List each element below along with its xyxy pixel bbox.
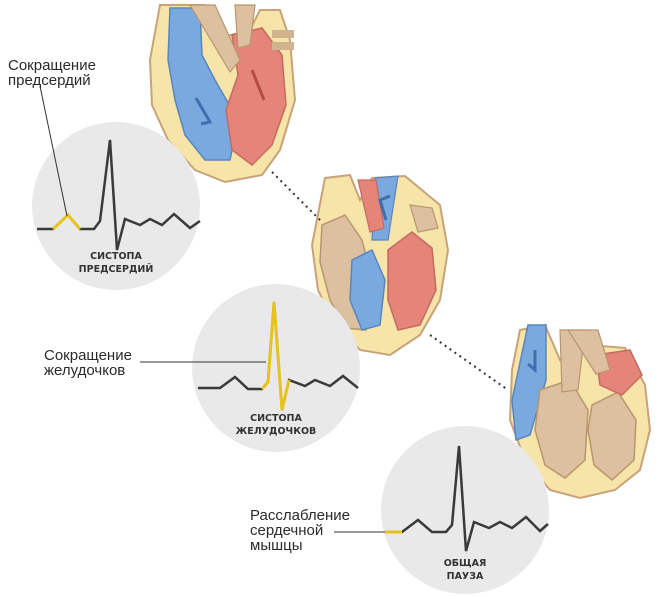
heart-illustration-diastole: [508, 323, 652, 500]
callout-leader-1: [39, 85, 68, 217]
dotted-connector-1: [271, 171, 323, 223]
callout-ventricular-contraction: Сокращение желудочков: [44, 347, 132, 379]
heart-illustration-atrial-systole: [148, 4, 297, 184]
caption-general-pause: ОБЩАЯ ПАУЗА: [443, 558, 487, 582]
ecg-panel-diastole: [381, 426, 549, 594]
ecg-trace-diastole: [385, 445, 549, 552]
ecg-panel-atrial-systole: [32, 122, 200, 290]
caption-atrial-systole: СИСТОПА ПРЕДСЕРДИЙ: [78, 251, 154, 275]
qrs-highlight: [260, 301, 291, 411]
p-wave-highlight: [51, 212, 82, 231]
callout-atrial-contraction: Сокращение предсердий: [8, 57, 96, 89]
ecg-panel-ventricular-systole: [192, 284, 360, 452]
caption-ventricular-systole: СИСТОПА ЖЕЛУДОЧКОВ: [235, 413, 317, 437]
dotted-connector-2: [429, 334, 509, 391]
callout-muscle-relaxation: Расслабление сердечной мышцы: [250, 507, 350, 554]
heart-illustration-ventricular-systole: [310, 173, 450, 357]
